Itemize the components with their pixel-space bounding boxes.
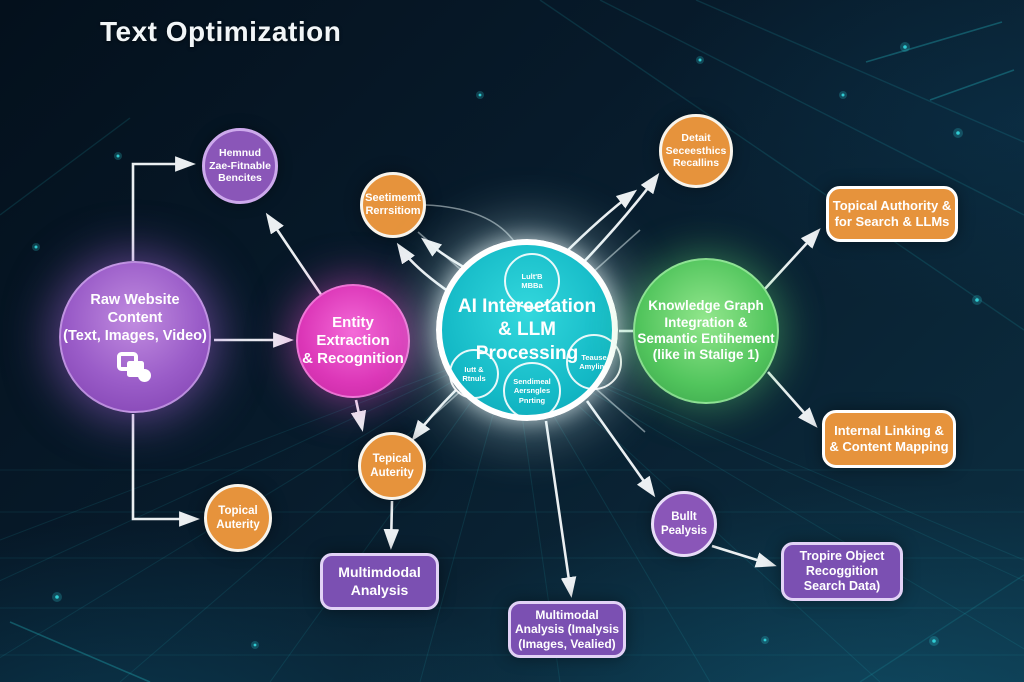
satellite-bottom-label: Sendimeal Aersngles Pnrting — [513, 377, 551, 405]
satellite-right: Teause Amyling — [566, 334, 622, 390]
node-detail-recallins: Detait Seceesthics Recallins — [659, 114, 733, 188]
node-ai-llm-processing: AI Intereetation & LLM Processing Lult'B… — [436, 239, 622, 421]
node-sentiment-top: Seetimemt Rerrsitiom — [360, 172, 426, 238]
node-internal-rect-label: Internal Linking & & Content Mapping — [829, 423, 949, 454]
node-tepical-label: Tepical Auterity — [370, 452, 414, 479]
node-internal-linking-rect: Internal Linking & & Content Mapping — [822, 410, 956, 468]
satellite-top: Lult'B MBBa — [504, 253, 560, 309]
satellite-left: Iutt & Rtnuls — [449, 349, 499, 399]
node-multimodal2-label: Multimodal Analysis (Imalysis (Images, V… — [514, 607, 620, 651]
node-built-pealysis: Bullt Pealysis — [651, 491, 717, 557]
images-icon — [117, 351, 153, 382]
page-title: Text Optimization — [100, 16, 342, 47]
node-center-label: AI Intereetation & LLM Processing — [457, 296, 597, 364]
satellite-left-label: Iutt & Rtnuls — [462, 364, 486, 383]
node-entity-extraction: Entity Extraction & Recognition — [296, 284, 410, 398]
node-sentiment-top-label: Seetimemt Rerrsitiom — [365, 191, 421, 217]
node-detail-label: Detait Seceesthics Recallins — [665, 131, 727, 170]
node-multimodal-label: Multimdodal Analysis — [338, 564, 421, 598]
node-entity-label: Entity Extraction & Recognition — [302, 313, 404, 368]
satellite-right-label: Teause Amyling — [579, 352, 609, 371]
node-raw-content-label: Raw Website Content (Text, Images, Video… — [63, 292, 207, 344]
node-topical-authority-rect: Topical Authority & for Search & LLMs — [826, 186, 958, 242]
satellite-top-label: Lult'B MBBa — [521, 271, 543, 290]
node-topical-circle-label: Topical Auterity — [216, 504, 260, 531]
node-knowledge-label: Knowledge Graph Integration & Semantic E… — [637, 298, 775, 363]
node-tepical-auterity: Tepical Auterity — [358, 432, 426, 500]
node-multimodal-analysis: Multimdodal Analysis — [320, 553, 439, 610]
node-tropire-label: Tropire Object Recoggition Search Data) — [799, 548, 885, 594]
node-hemnud: Hemnud Zae-Fitnable Bencites — [202, 128, 278, 204]
node-knowledge-graph: Knowledge Graph Integration & Semantic E… — [633, 258, 779, 404]
node-tropire-object: Tropire Object Recoggition Search Data) — [781, 542, 903, 601]
node-multimodal-analysis-2: Multimodal Analysis (Imalysis (Images, V… — [508, 601, 626, 658]
node-built-label: Bullt Pealysis — [660, 510, 708, 537]
node-raw-website-content: Raw Website Content (Text, Images, Video… — [59, 261, 211, 413]
node-topical-auterity: Topical Auterity — [204, 484, 272, 552]
satellite-bottom: Sendimeal Aersngles Pnrting — [503, 362, 561, 420]
node-topical-rect-label: Topical Authority & for Search & LLMs — [832, 198, 952, 229]
node-hemnud-label: Hemnud Zae-Fitnable Bencites — [209, 146, 271, 185]
